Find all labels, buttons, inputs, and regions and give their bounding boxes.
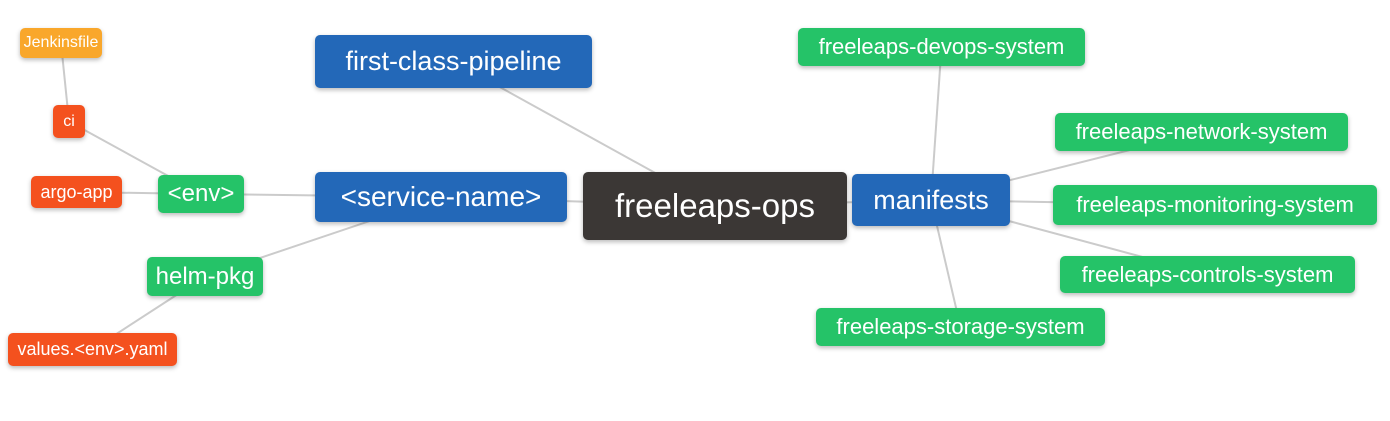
node-label: Jenkinsfile — [23, 34, 99, 51]
node-helm-pkg[interactable]: helm-pkg — [147, 257, 263, 296]
node-label: values.<env>.yaml — [17, 339, 168, 359]
node-freeleaps-ops[interactable]: freeleaps-ops — [583, 172, 847, 240]
node-label: ci — [63, 112, 75, 130]
node-freeleaps-controls-system[interactable]: freeleaps-controls-system — [1060, 256, 1355, 293]
node-label: <env> — [167, 180, 235, 207]
node-freeleaps-monitoring-system[interactable]: freeleaps-monitoring-system — [1053, 185, 1377, 225]
node-label: first-class-pipeline — [345, 46, 562, 76]
node-env[interactable]: <env> — [158, 175, 244, 213]
node-label: freeleaps-network-system — [1075, 119, 1328, 144]
node-service-name[interactable]: <service-name> — [315, 172, 567, 222]
node-label: freeleaps-devops-system — [818, 34, 1065, 59]
node-freeleaps-storage-system[interactable]: freeleaps-storage-system — [816, 308, 1105, 346]
node-label: argo-app — [40, 181, 113, 202]
node-freeleaps-devops-system[interactable]: freeleaps-devops-system — [798, 28, 1085, 66]
node-label: helm-pkg — [155, 262, 255, 290]
node-jenkinsfile[interactable]: Jenkinsfile — [20, 28, 102, 58]
node-label: freeleaps-storage-system — [836, 314, 1085, 339]
node-label: freeleaps-controls-system — [1081, 261, 1334, 287]
node-manifests[interactable]: manifests — [852, 174, 1010, 226]
node-label: manifests — [873, 184, 989, 215]
node-argo-app[interactable]: argo-app — [31, 176, 122, 208]
node-ci[interactable]: ci — [53, 105, 85, 138]
node-values-env-yaml[interactable]: values.<env>.yaml — [8, 333, 177, 366]
node-label: freeleaps-monitoring-system — [1076, 192, 1354, 217]
node-label: freeleaps-ops — [615, 187, 815, 224]
node-label: <service-name> — [340, 181, 542, 212]
node-freeleaps-network-system[interactable]: freeleaps-network-system — [1055, 113, 1348, 151]
node-first-class-pipeline[interactable]: first-class-pipeline — [315, 35, 592, 88]
